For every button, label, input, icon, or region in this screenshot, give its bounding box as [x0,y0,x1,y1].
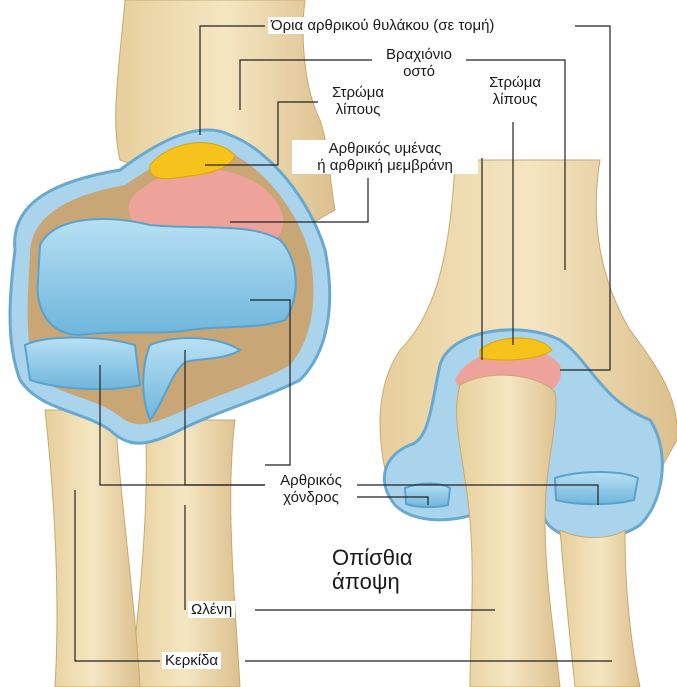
label-fat-pad-front: Στρώμα λίπους [320,84,396,118]
label-humerus-line2: οστό [375,63,463,80]
label-fat-front-line1: Στρώμα [323,84,393,101]
back-radius-bone [560,530,640,687]
view-title-line2: άποψη [332,570,413,594]
front-radius-cartilage [25,338,140,390]
view-title-line1: Οπίσθια [332,546,413,570]
label-synovial-line2: ή αρθρική μεμβράνη [295,157,475,174]
label-synovial-membrane: Αρθρικός υμένας ή αρθρική μεμβράνη [292,140,478,174]
label-articular-cartilage: Αρθρικός χόνδρος [265,472,357,506]
label-fat-front-line2: λίπους [323,101,393,118]
front-section-view [10,0,335,687]
label-fat-pad-back: Στρώμα λίπους [476,74,554,108]
posterior-view [380,160,677,687]
label-capsule-boundary: Όρια αρθρικού θυλάκου (σε τομή) [268,17,497,34]
front-humerus-cartilage [38,219,296,335]
back-cartilage-right [555,472,638,504]
label-humerus: Βραχιόνιο οστό [372,46,466,80]
label-ulna: Ωλένη [188,601,235,618]
view-title-posterior: Οπίσθια άποψη [332,546,413,594]
label-humerus-line1: Βραχιόνιο [375,46,463,63]
label-cartilage-line1: Αρθρικός [268,472,354,489]
back-ulna-bone [457,375,560,687]
label-cartilage-line2: χόνδρος [268,489,354,506]
label-radius: Κερκίδα [162,652,221,669]
label-synovial-line1: Αρθρικός υμένας [295,140,475,157]
front-radius-bone [45,410,140,687]
label-fat-back-line2: λίπους [479,91,551,108]
label-fat-back-line1: Στρώμα [479,74,551,91]
